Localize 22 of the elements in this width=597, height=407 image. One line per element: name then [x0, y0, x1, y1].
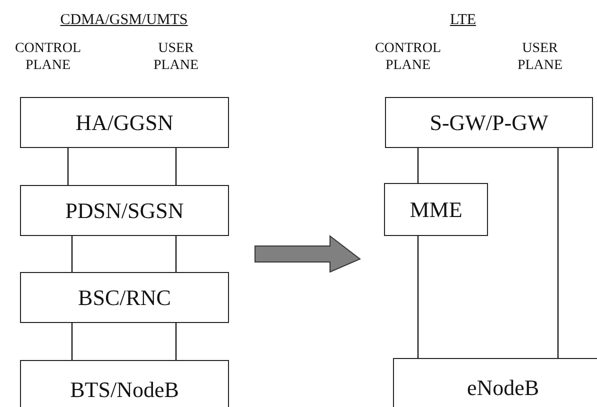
connector-line	[175, 236, 177, 272]
network-node-box: MME	[384, 183, 488, 236]
connector-line	[417, 236, 419, 358]
connector-line	[175, 323, 177, 360]
network-node-box: BTS/NodeB	[20, 360, 229, 407]
network-node-box: eNodeB	[393, 358, 597, 407]
network-node-box: BSC/RNC	[20, 272, 229, 323]
connector-line	[71, 323, 73, 360]
plane-label: CONTROL PLANE	[374, 40, 442, 74]
plane-label: USER PLANE	[516, 40, 564, 74]
section-heading: LTE	[448, 12, 478, 29]
plane-label: USER PLANE	[152, 40, 200, 74]
network-node-box: S-GW/P-GW	[385, 97, 593, 148]
connector-line	[71, 236, 73, 272]
network-node-box: HA/GGSN	[20, 97, 229, 148]
connector-line	[417, 148, 419, 183]
plane-label: CONTROL PLANE	[14, 40, 82, 74]
section-heading: CDMA/GSM/UMTS	[59, 12, 189, 29]
connector-line	[557, 148, 559, 358]
connector-line	[175, 148, 177, 185]
network-node-box: PDSN/SGSN	[20, 185, 229, 236]
connector-line	[67, 148, 69, 185]
